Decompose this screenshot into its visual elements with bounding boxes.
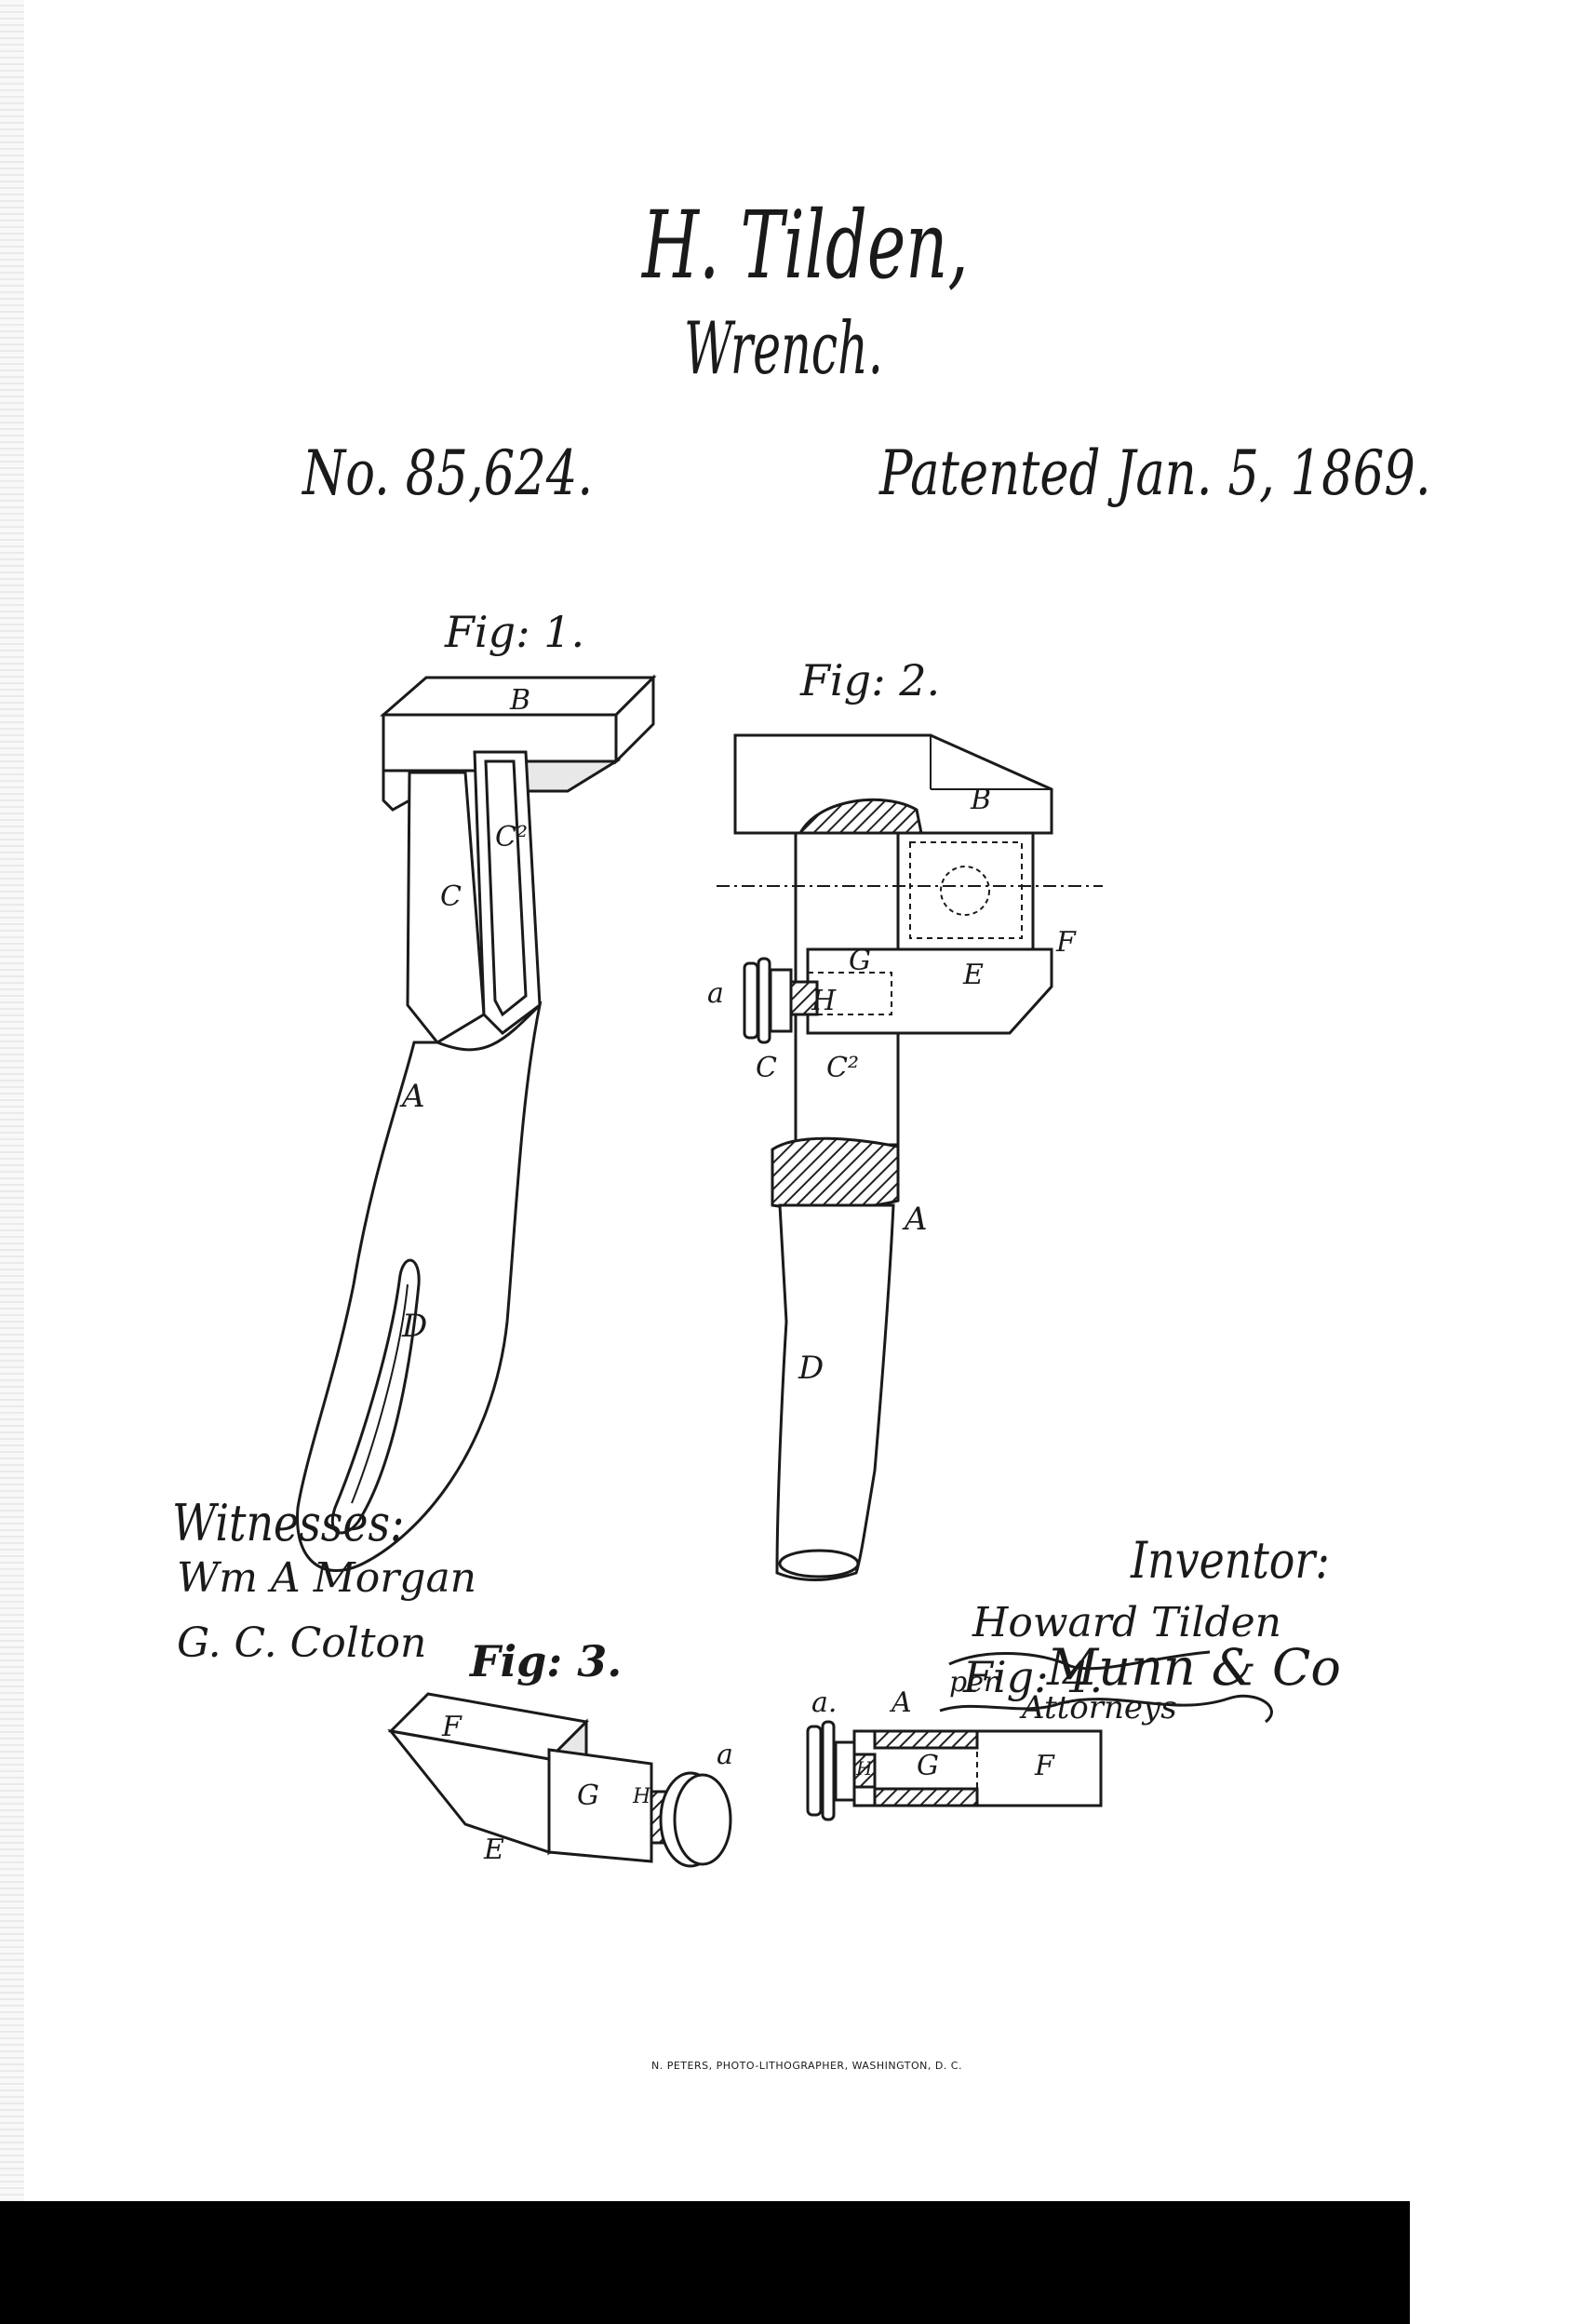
fig4-label-A: A (892, 1686, 912, 1719)
scan-bottom-margin (1410, 2201, 1582, 2324)
fig4-label-G: G (917, 1750, 939, 1782)
signature-strokes (939, 1650, 1273, 1724)
attorney-signature: Munn & Co (1047, 1638, 1341, 1697)
fig4-label-H: H (856, 1757, 873, 1780)
fig2-label-H: H (811, 985, 837, 1017)
fig1-title: Fig: 1. (445, 607, 585, 657)
fig1-label-C: C (440, 880, 462, 913)
fig2-drawing (717, 733, 1103, 1581)
inventor-signature: Howard Tilden (972, 1599, 1281, 1646)
witnesses-heading: Witnesses: (172, 1494, 405, 1552)
attorney-suffix: Attorneys (1022, 1689, 1177, 1726)
fig3-label-E: E (484, 1834, 504, 1866)
fig4-label-F: F (1035, 1750, 1054, 1782)
witness-signature-1: Wm A Morgan (177, 1554, 477, 1602)
witness-signature-2: G. C. Colton (177, 1619, 427, 1667)
fig2-label-C: C (756, 1052, 777, 1084)
fig4-label-a: a. (811, 1686, 838, 1719)
scan-bottom-band (0, 2201, 1410, 2324)
fig2-title: Fig: 2. (800, 655, 941, 705)
fig2-label-D: D (798, 1350, 825, 1387)
patent-date: Patented Jan. 5, 1869. (879, 437, 1431, 509)
fig3-drawing (387, 1692, 732, 1868)
printer-credit: N. PETERS, PHOTO-LITHOGRAPHER, WASHINGTO… (651, 2060, 962, 2072)
inventor-title: H. Tilden, (642, 191, 969, 300)
invention-subject: Wrench. (684, 307, 883, 391)
fig2-label-a: a (707, 977, 724, 1010)
fig1-label-D: D (402, 1308, 428, 1345)
per-text: per (949, 1666, 998, 1699)
fig1-label-B: B (510, 684, 531, 717)
fig4-drawing (806, 1720, 1103, 1821)
fig2-label-B: B (971, 784, 992, 816)
patent-number: No. 85,624. (302, 437, 594, 509)
fig3-label-G: G (577, 1780, 599, 1812)
fig1-drawing (296, 674, 657, 1572)
scan-edge-noise (0, 0, 24, 2215)
fig1-label-C2: C² (495, 821, 528, 853)
fig3-label-a: a (717, 1739, 733, 1771)
fig2-label-F: F (1056, 926, 1076, 959)
fig2-label-C2: C² (826, 1052, 859, 1084)
fig4-title: Fig: 4. (963, 1652, 1104, 1702)
inventor-heading: Inventor: (1131, 1531, 1330, 1590)
fig3-title: Fig: 3. (470, 1636, 623, 1686)
fig3-label-F: F (442, 1711, 462, 1743)
fig1-label-A: A (402, 1078, 425, 1115)
fig2-label-G: G (849, 945, 871, 977)
fig2-label-A: A (905, 1201, 928, 1238)
fig3-label-H: H (633, 1785, 651, 1808)
fig2-label-E: E (963, 959, 984, 991)
